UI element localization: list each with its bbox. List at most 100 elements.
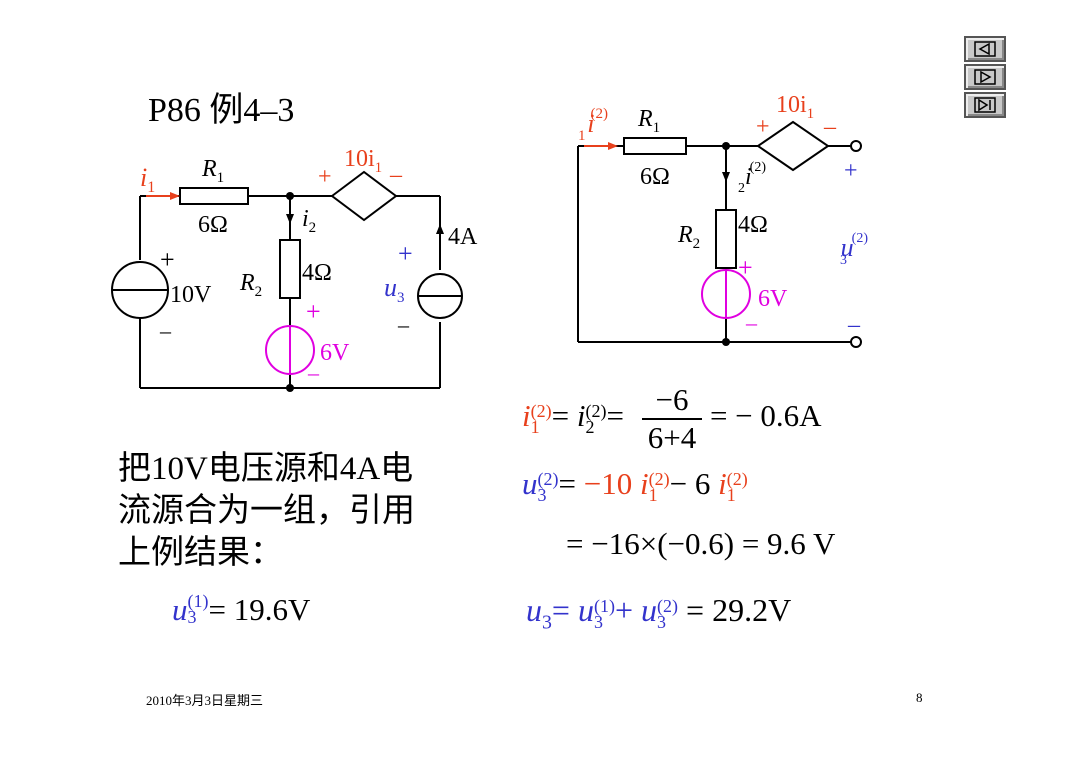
dependent-source bbox=[756, 120, 830, 172]
eq4-u3-sub: 3 bbox=[542, 611, 552, 634]
v6-minus: – bbox=[745, 310, 758, 335]
u3-plus: + bbox=[398, 239, 413, 268]
eq1-eq2: = bbox=[606, 398, 624, 434]
eq2-v1-sub: 1 bbox=[648, 484, 658, 505]
eq1-rhs: = − 0.6A bbox=[709, 398, 822, 434]
resistor-r1 bbox=[623, 137, 687, 155]
last-icon bbox=[974, 97, 996, 113]
v6-minus: – bbox=[307, 360, 320, 385]
resistor-r2 bbox=[715, 209, 737, 269]
explanation-text: 把10V电压源和4A电 流源合为一组，引用 上例结果： bbox=[118, 448, 415, 574]
eq2-v2-sub: 1 bbox=[726, 484, 736, 505]
eq4-a: u bbox=[577, 592, 594, 628]
label-dep-source: 10i1 bbox=[344, 146, 382, 176]
resistor-r2 bbox=[279, 239, 301, 299]
eq1-lhs-sub: 1 bbox=[530, 417, 540, 437]
eq4-b: u bbox=[641, 592, 658, 628]
dep-plus: + bbox=[756, 114, 770, 140]
i1-arrow-icon bbox=[170, 192, 180, 200]
circuit-right: i(2)1 R1 6Ω + 10i1 – i(2)2 R2 4Ω + u(2)3… bbox=[577, 92, 868, 348]
eq1-eq: = bbox=[551, 398, 570, 434]
i2-arrow-icon bbox=[286, 214, 294, 224]
eq4-a-sup: (1) bbox=[593, 595, 615, 616]
v10-minus: – bbox=[159, 318, 172, 343]
equation-3: = −16×(−0.6) = 9.6 V bbox=[566, 526, 836, 561]
i2-arrow-icon bbox=[722, 172, 730, 182]
label-r2: R2 bbox=[239, 270, 262, 300]
eq1-num: −6 bbox=[641, 382, 703, 420]
eq4-rhs: = 29.2V bbox=[686, 592, 792, 628]
result-u3-1: u(1)3= 19.6V bbox=[172, 592, 310, 629]
eq2-v1: i bbox=[639, 466, 649, 501]
eq2-lhs-sub: 3 bbox=[537, 484, 547, 505]
next-slide-button[interactable] bbox=[964, 64, 1006, 90]
prev-icon bbox=[974, 41, 996, 57]
equation-4: u3= u(1)3+ u(2)3 = 29.2V bbox=[526, 592, 791, 634]
prev-slide-button[interactable] bbox=[964, 36, 1006, 62]
equation-2: u(2)3= −10 i(2)1− 6 i(2)1 bbox=[522, 466, 748, 505]
label-i1: i1 bbox=[140, 163, 155, 196]
u3-minus: – bbox=[847, 312, 861, 338]
dep-minus: – bbox=[823, 114, 837, 140]
slide-title: P86 例4–3 bbox=[148, 92, 295, 129]
v6-plus: + bbox=[738, 253, 753, 282]
last-slide-button[interactable] bbox=[964, 92, 1006, 118]
label-dep-source: 10i1 bbox=[776, 92, 814, 122]
label-u3: u3 bbox=[384, 273, 405, 306]
label-i2: i(2)2 bbox=[738, 160, 766, 196]
v10-plus: + bbox=[160, 245, 175, 274]
label-r1-value: 6Ω bbox=[640, 164, 670, 190]
label-r1: R1 bbox=[201, 156, 224, 186]
label-u3: u(2)3 bbox=[840, 231, 868, 268]
eq4-b-sub: 3 bbox=[657, 611, 667, 632]
v6-plus: + bbox=[306, 297, 321, 326]
label-6v: 6V bbox=[758, 286, 788, 312]
page-number: 8 bbox=[916, 690, 923, 705]
eq1-mid-var: i bbox=[576, 398, 586, 434]
u3-1-sub: 3 bbox=[187, 606, 197, 627]
slide-nav bbox=[964, 36, 1008, 120]
resistor-r1 bbox=[179, 187, 249, 205]
explanation-line-2: 流源合为一组，引用 bbox=[118, 493, 415, 529]
eq1-lhs-var: i bbox=[522, 398, 531, 434]
eq2-v2: i bbox=[718, 466, 727, 501]
label-r2: R2 bbox=[677, 222, 700, 252]
eq2-coef: −10 bbox=[583, 466, 633, 501]
eq1-mid-sup: (2) bbox=[585, 401, 607, 421]
label-i1: i(2)1 bbox=[578, 106, 608, 144]
label-i2: i2 bbox=[302, 206, 316, 236]
dependent-source bbox=[330, 170, 398, 222]
label-r1-value: 6Ω bbox=[198, 212, 228, 238]
dep-minus: – bbox=[389, 162, 403, 188]
label-6v: 6V bbox=[320, 340, 350, 366]
u3-1-rhs: = 19.6V bbox=[208, 592, 311, 627]
eq4-u3: u bbox=[526, 592, 542, 628]
explanation-line-1: 把10V电压源和4A电 bbox=[118, 451, 414, 487]
label-r1: R1 bbox=[637, 106, 660, 136]
eq2-lhs-sup: (2) bbox=[537, 468, 559, 489]
label-r2-value: 4Ω bbox=[302, 260, 332, 286]
eq2-lhs-var: u bbox=[522, 466, 538, 501]
i1-arrow-icon bbox=[608, 142, 618, 150]
eq2-v1-sup: (2) bbox=[648, 468, 670, 489]
next-icon bbox=[974, 69, 996, 85]
dep-plus: + bbox=[318, 164, 332, 190]
terminal-bottom bbox=[850, 336, 862, 348]
eq1-mid-sub: 2 bbox=[585, 417, 595, 437]
u3-1-var: u bbox=[172, 592, 188, 627]
eq4-b-sup: (2) bbox=[657, 595, 679, 616]
u3-plus: + bbox=[844, 158, 858, 184]
label-10v: 10V bbox=[170, 282, 212, 308]
eq1-den: 6+4 bbox=[647, 420, 697, 455]
footer-date: 2010年3月3日星期三 bbox=[146, 693, 264, 708]
terminal-top bbox=[850, 140, 862, 152]
label-4a: 4A bbox=[448, 224, 478, 250]
eq4-plus: + bbox=[614, 592, 634, 628]
eq2-minus6: − 6 bbox=[669, 466, 711, 501]
eq2-eq: = bbox=[558, 466, 576, 501]
u3-minus: – bbox=[397, 312, 410, 337]
label-r2-value: 4Ω bbox=[738, 212, 768, 238]
eq4-a-sub: 3 bbox=[593, 611, 603, 632]
